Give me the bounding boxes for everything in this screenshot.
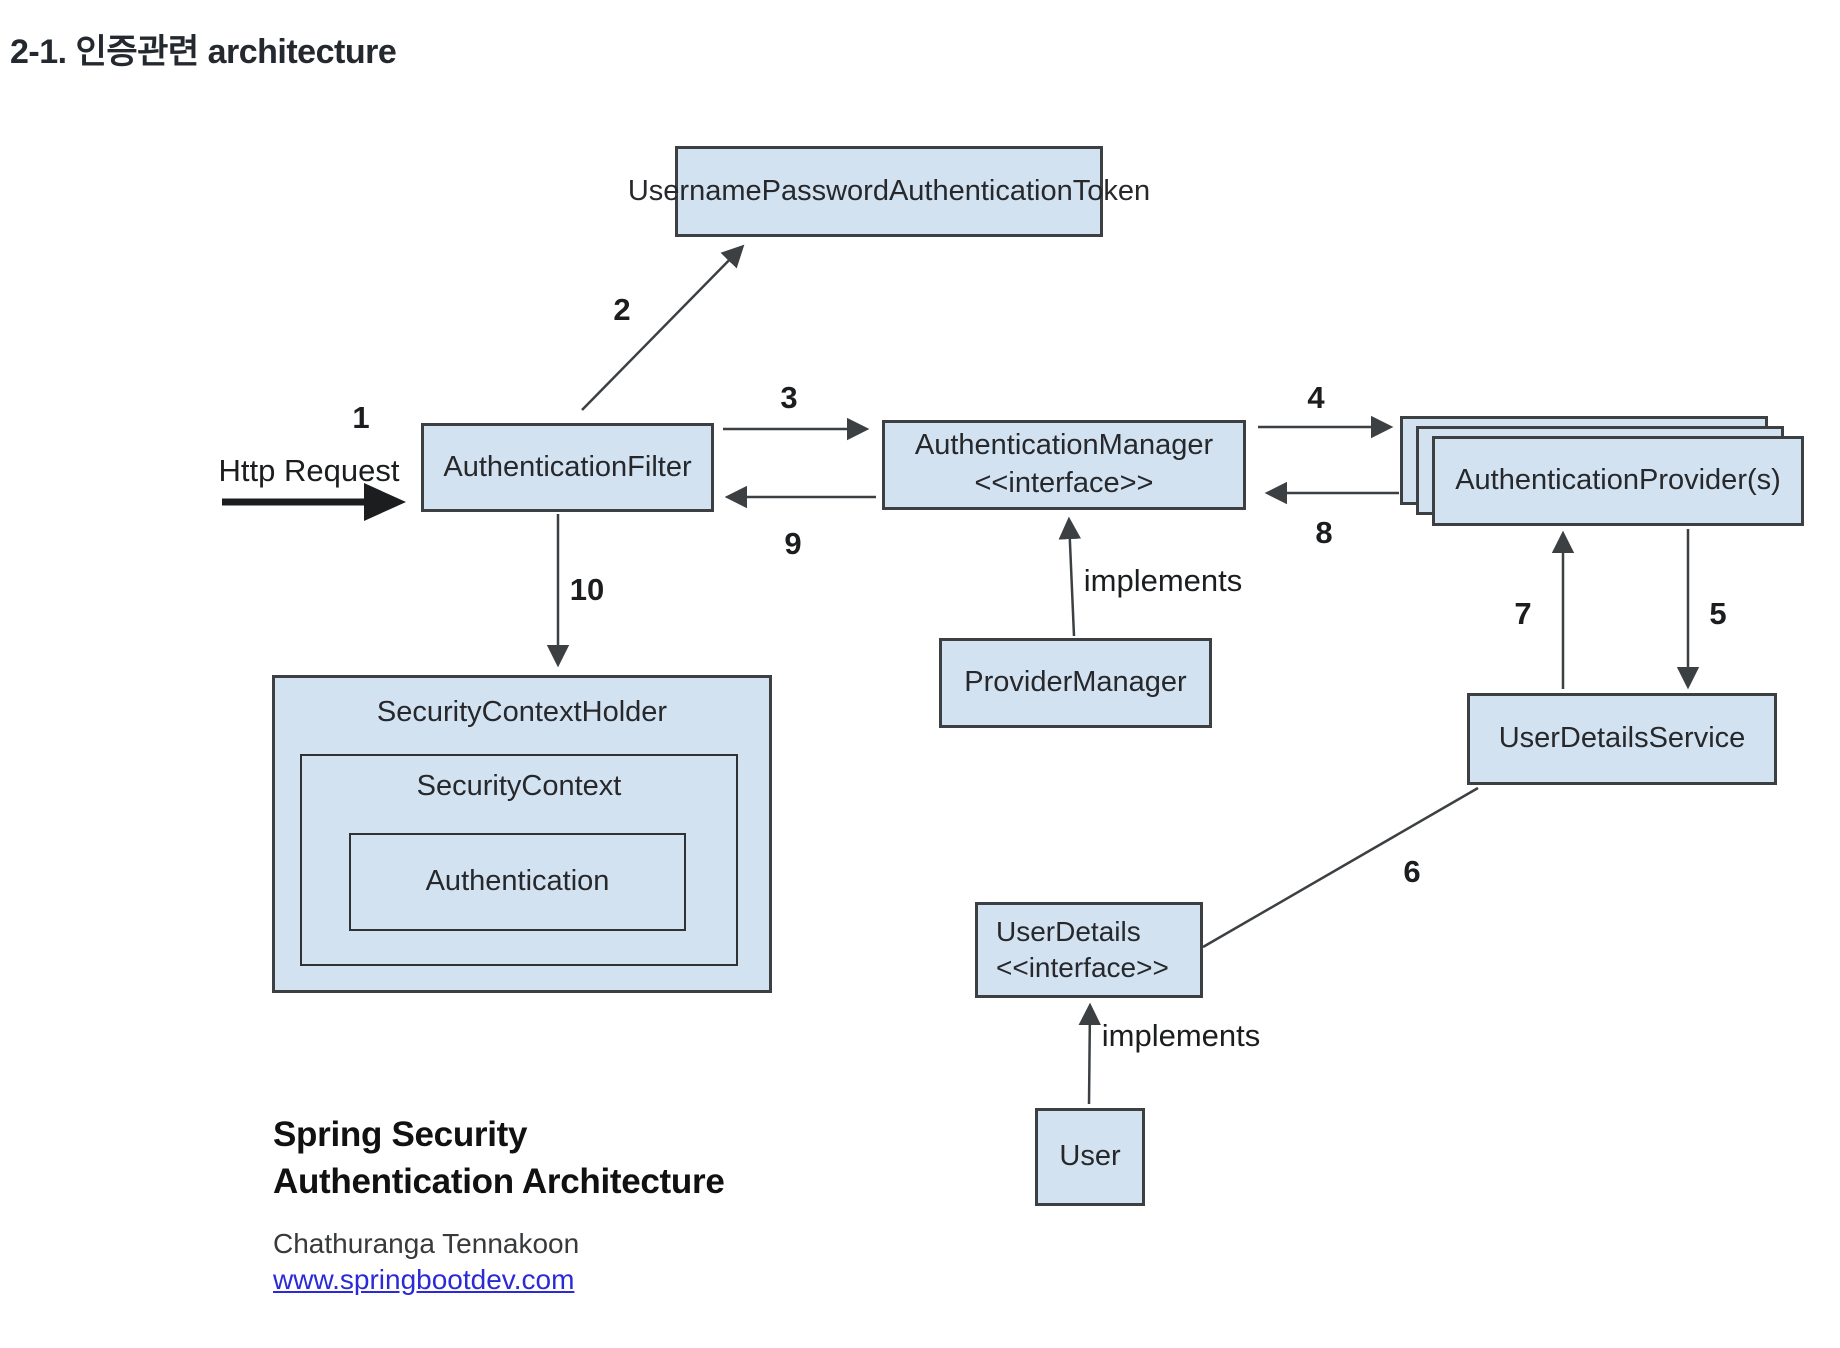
credit-title: Spring Security Authentication Architect… [273, 1112, 725, 1205]
node-username-password-authentication-token: UsernamePasswordAuthenticationToken [628, 146, 1150, 237]
step-2-label: 2 [613, 292, 631, 327]
node-provider-manager: ProviderManager [939, 638, 1212, 728]
line-6 [1202, 786, 1479, 949]
http-request-label: Http Request [218, 453, 400, 488]
implements-manager-arrow [1058, 516, 1082, 637]
node-user-details-service: UserDetailsService [1467, 693, 1777, 785]
node-label: AuthenticationProvider(s) [1455, 464, 1781, 497]
node-stereotype: <<interface>> [974, 467, 1154, 499]
node-label: ProviderManager [964, 666, 1187, 699]
step-6-label: 6 [1403, 854, 1421, 889]
http-request-arrow [222, 483, 406, 521]
node-stereotype: <<interface>> [996, 952, 1169, 983]
node-label: UsernamePasswordAuthenticationToken [627, 174, 1151, 207]
node-label: SecurityContextHolder [376, 696, 668, 728]
step-3-label: 3 [780, 380, 798, 415]
node-authentication: Authentication [349, 833, 686, 931]
node-label: SecurityContext [416, 770, 622, 802]
node-user: User [1035, 1108, 1145, 1206]
credit-url-link[interactable]: www.springbootdev.com [273, 1264, 575, 1295]
node-label: User [1059, 1140, 1121, 1173]
implements-manager-label: implements [1083, 563, 1243, 598]
node-label: AuthenticationFilter [443, 450, 692, 483]
implements-user-details-label: implements [1101, 1018, 1261, 1053]
node-label: AuthenticationManager [914, 429, 1214, 462]
credit-author: Chathuranga Tennakoon [273, 1228, 580, 1259]
page-title: 2-1. 인증관련 architecture [10, 33, 397, 71]
node-authentication-manager: AuthenticationManager <<interface>> [882, 420, 1246, 510]
step-4-label: 4 [1307, 380, 1325, 415]
step-5-label: 5 [1709, 596, 1727, 631]
step-1-label: 1 [352, 400, 370, 435]
step-9-label: 9 [784, 526, 802, 561]
node-label: UserDetailsService [1498, 722, 1746, 755]
node-authentication-filter: AuthenticationFilter [421, 423, 714, 512]
implements-user-arrow [1078, 1002, 1102, 1105]
step-8-label: 8 [1315, 515, 1333, 550]
node-security-context-holder: SecurityContextHolder SecurityContext Au… [272, 675, 772, 993]
node-label: UserDetails [996, 915, 1141, 947]
node-authentication-providers: AuthenticationProvider(s) [1432, 436, 1804, 526]
node-security-context: SecurityContext Authentication [300, 754, 738, 966]
arrow-2 [581, 244, 745, 411]
step-7-label: 7 [1514, 596, 1532, 631]
node-label: Authentication [425, 865, 610, 898]
step-10-label: 10 [569, 572, 605, 607]
credit-title-line1: Spring Security [273, 1115, 528, 1154]
credit-title-line2: Authentication Architecture [273, 1161, 725, 1201]
node-user-details: UserDetails <<interface>> [975, 902, 1203, 998]
